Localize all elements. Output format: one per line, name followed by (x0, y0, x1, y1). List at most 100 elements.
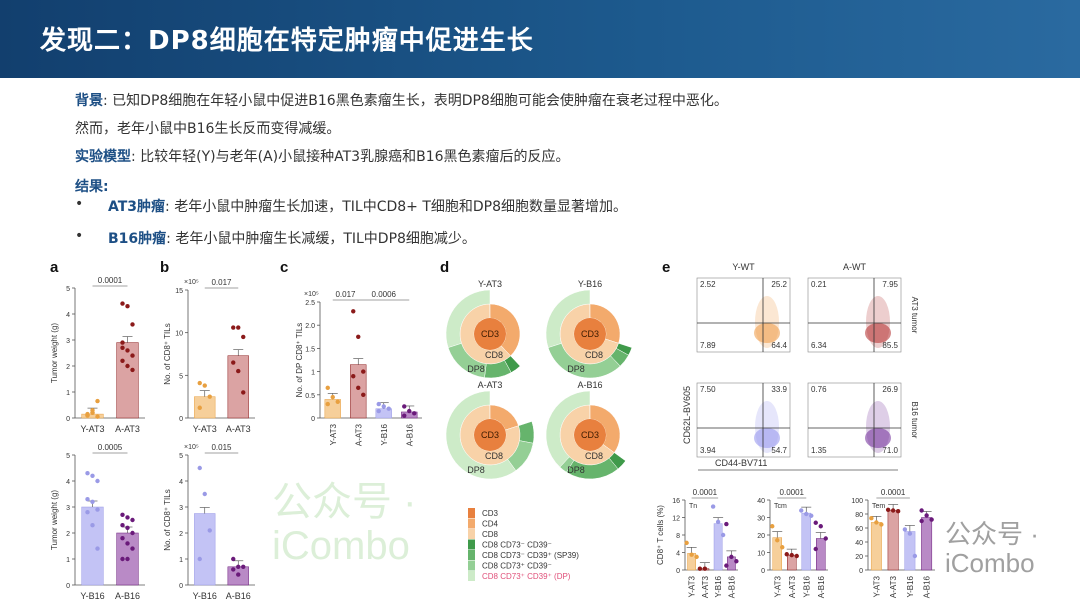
y-tick-label: 3 (66, 338, 70, 345)
data-point (130, 546, 135, 551)
sunburst-outer-label: DP8 (467, 465, 485, 475)
subset-label: Tem (872, 503, 885, 510)
x-tick-label: A-AT3 (788, 575, 797, 598)
data-point (130, 353, 135, 358)
data-point (125, 515, 130, 520)
data-point (125, 556, 130, 562)
bar (816, 538, 826, 571)
bar (801, 512, 811, 571)
flow-row-title: B16 tumor (910, 402, 919, 439)
legend-label: CD8 (482, 530, 499, 539)
x-tick-label: A-B16 (817, 575, 826, 598)
legend-swatch (468, 550, 475, 560)
quadrant-value: 64.4 (771, 341, 787, 350)
data-point (130, 517, 135, 523)
sunburst-title: A-B16 (577, 380, 602, 390)
y-tick-label: 0 (676, 568, 680, 575)
data-point (407, 408, 412, 414)
bar (870, 522, 882, 571)
data-point (125, 541, 130, 546)
slide-title: 发现二：DP8细胞在特定肿瘤中促进生长 (40, 26, 534, 56)
quadrant-value: 6.34 (811, 341, 827, 350)
data-point (386, 406, 391, 411)
sunburst-title: Y-AT3 (478, 279, 502, 289)
bar (887, 510, 899, 571)
sunburst-center-label: CD3 (581, 329, 599, 339)
data-point (684, 540, 689, 546)
sunburst-title: Y-B16 (578, 279, 602, 289)
quadrant-value: 54.7 (771, 446, 787, 455)
p-value: 0.017 (335, 290, 356, 299)
data-point (231, 360, 236, 365)
watermark: 公众号 · iCombo (945, 519, 1039, 578)
legend-swatch (468, 539, 475, 550)
y-tick-label: 2 (66, 364, 70, 371)
data-point (241, 334, 246, 340)
legend-swatch (468, 529, 475, 539)
panel-letter: d (440, 259, 449, 276)
data-point (197, 465, 202, 471)
flow-column-title: Y-WT (732, 262, 755, 272)
data-point (95, 546, 100, 551)
axis-multiplier: ×10⁵ (184, 444, 199, 451)
quadrant-value: 3.94 (700, 446, 716, 455)
data-point (890, 508, 896, 513)
data-point (125, 304, 130, 309)
data-point (197, 405, 202, 410)
y-tick-label: 16 (672, 498, 680, 505)
data-point (775, 538, 780, 543)
data-point (120, 358, 125, 363)
quadrant-value: 33.9 (771, 385, 787, 394)
data-point (784, 552, 789, 557)
data-point (809, 513, 814, 518)
subset-label: Tn (689, 503, 697, 510)
data-point (356, 334, 361, 339)
y-tick-label: 10 (757, 551, 765, 558)
data-point (120, 301, 125, 306)
data-point (381, 404, 386, 409)
result-bullet-at3: AT3肿瘤: 老年小鼠中肿瘤生长加速，TIL中CD8+ T细胞和DP8细胞数量显… (108, 196, 627, 216)
x-tick-label: Y-B16 (80, 591, 104, 601)
data-point (231, 325, 236, 330)
data-point (780, 545, 785, 550)
panel-letter: a (50, 259, 59, 276)
subset-label: Tcm (774, 503, 787, 510)
data-point (125, 525, 130, 530)
bar (904, 531, 916, 571)
y-axis-label: No. of CD8⁺ TILs (163, 323, 172, 384)
sunburst-ring-label: CD8 (485, 350, 503, 360)
y-tick-label: 2.0 (305, 323, 315, 330)
y-tick-label: 1 (179, 557, 183, 564)
quadrant-value: 7.95 (882, 280, 898, 289)
x-tick-label: Y-AT3 (193, 424, 217, 434)
y-tick-label: 5 (66, 453, 70, 460)
y-tick-label: 3 (179, 505, 183, 512)
data-point (694, 554, 699, 560)
data-point (402, 404, 407, 409)
bar (227, 355, 249, 419)
x-tick-label: A-B16 (226, 591, 251, 601)
data-point (729, 554, 734, 560)
y-tick-label: 40 (855, 540, 863, 547)
y-tick-label: 100 (851, 498, 863, 505)
y-tick-label: 0 (859, 568, 863, 575)
quadrant-value: 7.89 (700, 341, 716, 350)
y-tick-label: 5 (179, 453, 183, 460)
result-bullet-b16: B16肿瘤: 老年小鼠中肿瘤生长减缓，TIL中DP8细胞减少。 (108, 228, 476, 248)
y-tick-label: 2 (179, 531, 183, 538)
data-point (724, 563, 729, 568)
y-tick-label: 0 (179, 583, 183, 590)
flow-x-label: CD44-BV711 (715, 458, 767, 468)
data-point (361, 392, 366, 397)
panel-letter: b (160, 259, 169, 276)
data-point (241, 390, 246, 395)
data-point (325, 385, 330, 391)
bar (787, 554, 797, 571)
data-point (95, 478, 100, 484)
p-value: 0.0001 (881, 488, 906, 497)
sunburst-segment (545, 289, 591, 348)
data-point (902, 527, 908, 532)
data-point (207, 528, 212, 533)
background-label: 背景 (75, 93, 103, 109)
sunburst-segment (545, 390, 591, 468)
